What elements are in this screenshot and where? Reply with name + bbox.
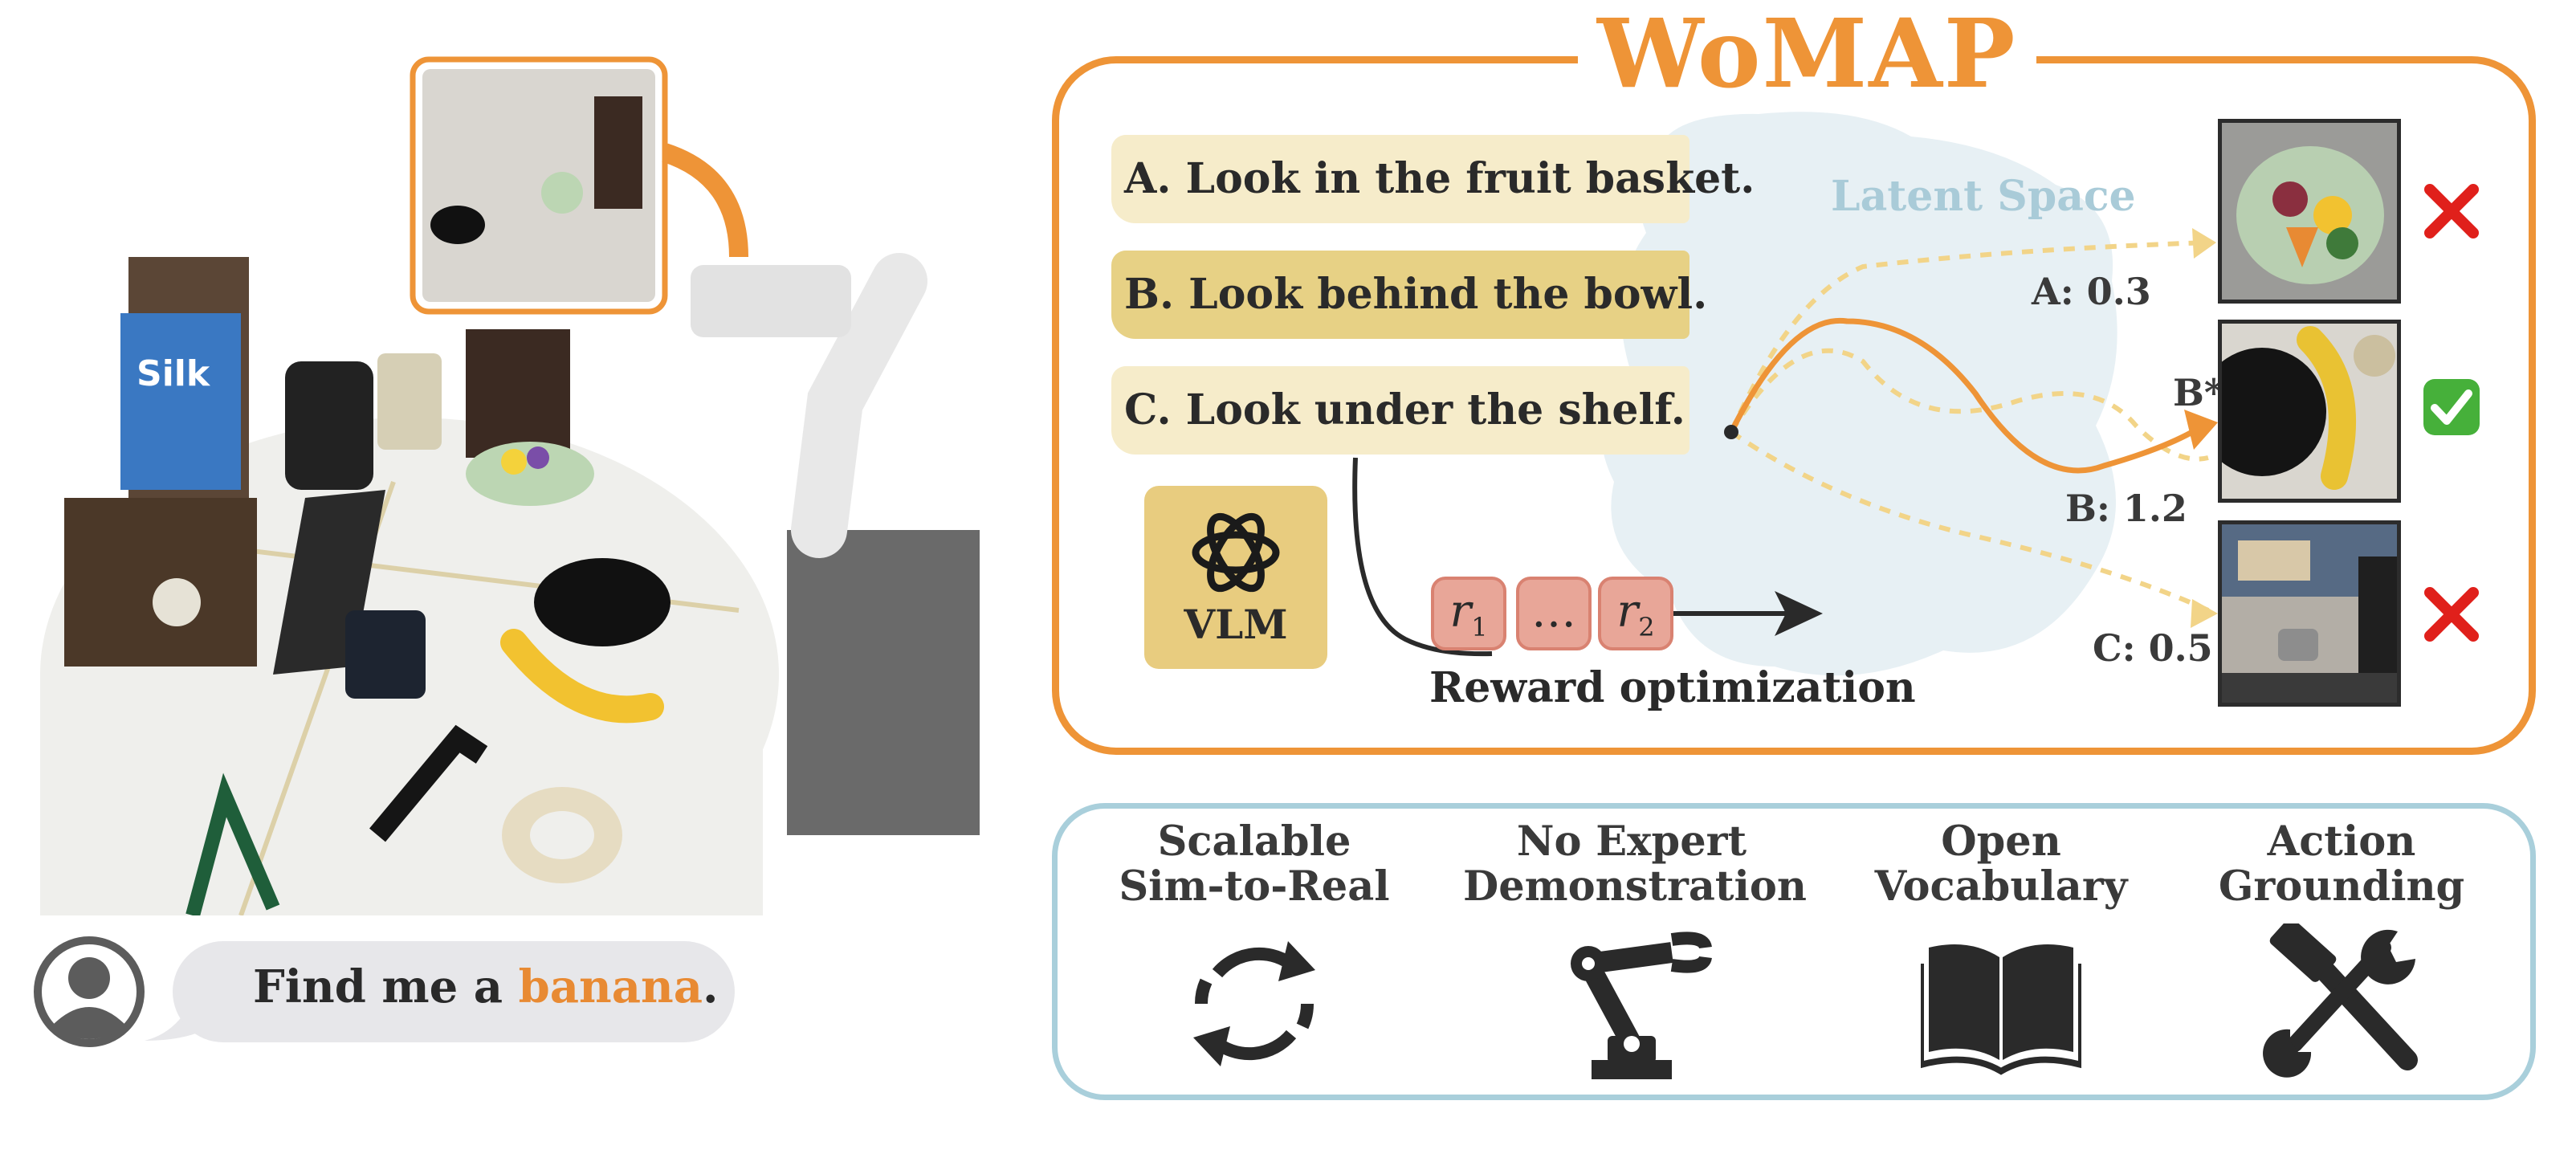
feature-line-1: Open: [1941, 817, 2061, 866]
reward-token-1-subscript: 1: [1471, 612, 1488, 643]
check-icon: [2423, 379, 2480, 435]
reward-token-2: r2: [1598, 577, 1673, 650]
robot-arm-icon: [1571, 932, 1712, 1079]
score-b: B: 1.2: [2065, 487, 2187, 530]
feature-label-no-expert: No Expert Demonstration: [1463, 817, 1807, 911]
feature-line-2: Grounding: [2218, 862, 2465, 911]
option-b: B. Look behind the bowl.: [1111, 251, 1707, 339]
hammer-wrench-icon: [2263, 923, 2418, 1078]
score-b-star: B*: [2173, 371, 2223, 414]
latent-origin-point: [1724, 425, 1738, 439]
feature-line-1: Action: [2267, 817, 2416, 866]
user-prompt: Find me a banana.: [253, 960, 719, 1013]
prompt-suffix: .: [703, 960, 719, 1013]
view-thumbnail-a: [2218, 119, 2401, 304]
feature-line-1: No Expert: [1516, 817, 1747, 866]
path-a-arrowhead: [2192, 228, 2216, 259]
cross-icon: [2424, 184, 2479, 238]
svg-text:Silk: Silk: [137, 353, 211, 394]
path-a: [1729, 240, 2209, 434]
path-c: [1730, 430, 2210, 613]
cycle-arrows-icon: [1193, 941, 1315, 1066]
feature-line-2: Demonstration: [1463, 862, 1807, 911]
reward-token-2-symbol: r: [1616, 585, 1639, 638]
reward-token-ellipsis: …: [1516, 577, 1592, 650]
view-thumbnail-b: [2218, 320, 2401, 503]
latent-space-label: Latent Space: [1831, 172, 2136, 221]
option-c: C. Look under the shelf.: [1111, 366, 1689, 455]
path-b-optimal: [1728, 317, 2194, 474]
path-b-dashed: [1729, 348, 2209, 462]
robot-scene-photo: Silk: [40, 56, 980, 915]
reward-arrowhead: [1775, 591, 1823, 636]
speech-bubble: [173, 941, 735, 1042]
cross-icon: [2424, 587, 2479, 642]
vlm-to-reward-curve: [1352, 457, 1493, 657]
feature-label-open-vocabulary: Open Vocabulary: [1832, 819, 2170, 909]
feature-line-1: Scalable: [1157, 817, 1351, 866]
prompt-target-object: banana: [518, 960, 703, 1013]
open-book-icon: [1921, 944, 2081, 1075]
features-panel: [1052, 803, 2536, 1100]
feature-label-sim-to-real: Scalable Sim-to-Real: [1086, 819, 1423, 909]
feature-label-action-grounding: Action Grounding: [2173, 819, 2510, 909]
path-c-arrowhead: [2191, 599, 2218, 628]
feature-line-2: Vocabulary: [1874, 862, 2128, 911]
path-b-arrowhead: [2184, 410, 2218, 450]
vlm-label: VLM: [1184, 601, 1288, 648]
reward-token-2-subscript: 2: [1638, 612, 1655, 643]
latent-space-diagram: [1352, 112, 2218, 676]
feature-line-2: Sim-to-Real: [1119, 862, 1390, 911]
openai-logo-icon: [1192, 512, 1280, 593]
prompt-prefix: Find me a: [253, 960, 519, 1013]
reward-token-1-symbol: r: [1449, 585, 1472, 638]
reward-token-1: r1: [1431, 577, 1506, 650]
womap-title: WoMAP: [1578, 2, 2036, 106]
reward-optimization-label: Reward optimization: [1429, 663, 1916, 712]
user-avatar-icon: [34, 936, 145, 1047]
reward-token-ellipsis-symbol: …: [1531, 585, 1576, 638]
score-c: C: 0.5: [2093, 626, 2213, 670]
score-a: A: 0.3: [2032, 270, 2151, 313]
view-thumbnail-c: [2218, 520, 2401, 707]
option-a: A. Look in the fruit basket.: [1111, 135, 1755, 223]
